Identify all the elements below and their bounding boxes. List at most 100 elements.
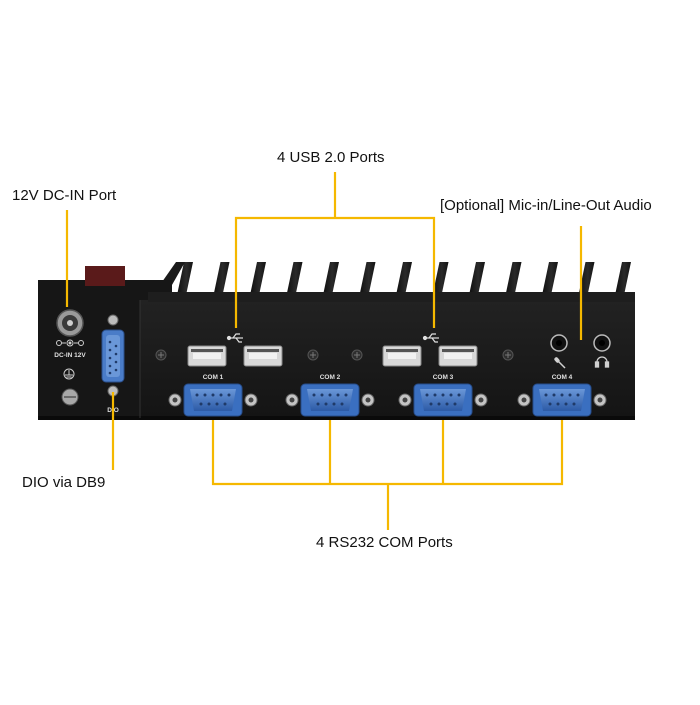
heatsink-fin (358, 262, 376, 300)
mic-jack (550, 334, 568, 352)
com-pin (336, 393, 340, 397)
heatsink-fin (431, 262, 449, 300)
com-ports-callout: 4 RS232 COM Ports (316, 534, 453, 551)
com-pin (344, 393, 348, 397)
com-pin (449, 393, 453, 397)
chassis-bottom-edge (38, 416, 635, 420)
ground-screw (61, 388, 79, 406)
panel-screw (502, 349, 514, 361)
dio-port (101, 314, 125, 397)
usb-port (438, 345, 478, 367)
ground-icon (63, 368, 75, 380)
com-pin (564, 402, 568, 406)
com-pin (316, 402, 320, 406)
chassis-top-bar (148, 292, 635, 302)
top-sticker (85, 266, 125, 286)
com-ports: COM 1 COM 2 COM 3 COM 4 (168, 374, 607, 417)
com-pin (441, 393, 445, 397)
com-port-face (420, 389, 466, 411)
com-port-face (307, 389, 353, 411)
heatsink-fin (249, 262, 266, 300)
com-pin (199, 402, 203, 406)
standoff-hole (172, 397, 178, 403)
microphone-icon (554, 357, 566, 369)
com-port: COM 1 (168, 374, 258, 417)
com-port-label: COM 1 (203, 374, 224, 381)
leader-lines (65, 172, 583, 530)
com-pin (328, 393, 332, 397)
standoff-hole (365, 397, 371, 403)
com-pin (425, 393, 429, 397)
com-pin (207, 402, 211, 406)
com-pin (215, 402, 219, 406)
usb-port (187, 345, 227, 367)
panel-screw (155, 349, 167, 361)
com-pin (576, 393, 580, 397)
com-pin (223, 402, 227, 406)
com-leader (211, 420, 564, 486)
com-port: COM 2 (285, 374, 375, 417)
heatsink-fin (541, 262, 558, 300)
com-pin (552, 393, 556, 397)
com-pin (572, 402, 576, 406)
com-port-face (539, 389, 585, 411)
com-pin (445, 402, 449, 406)
com-pin (457, 393, 461, 397)
com-pin (548, 402, 552, 406)
com-pin (340, 402, 344, 406)
heatsink-fin (468, 262, 485, 300)
com-pin (453, 402, 457, 406)
com-pin (203, 393, 207, 397)
standoff-hole (521, 397, 527, 403)
headphone-icon (594, 356, 610, 368)
com-pin (332, 402, 336, 406)
com-port-label: COM 4 (552, 374, 573, 381)
com-port-label: COM 3 (433, 374, 454, 381)
heatsink-fin (176, 262, 193, 300)
com-pin (219, 393, 223, 397)
com-port: COM 4 (517, 374, 607, 417)
com-pin (560, 393, 564, 397)
com-port-face (190, 389, 236, 411)
usb-icon (422, 333, 439, 343)
heatsink-fin (504, 262, 522, 300)
com-port: COM 3 (398, 374, 488, 417)
heatsink-fin (395, 262, 412, 300)
standoff-hole (402, 397, 408, 403)
heatsink-fin (285, 262, 303, 300)
com-pin (556, 402, 560, 406)
com-pin (211, 393, 215, 397)
dc-in-callout: 12V DC-IN Port (12, 187, 117, 204)
standoff-hole (248, 397, 254, 403)
standoff-hole (597, 397, 603, 403)
dio-callout: DIO via DB9 (22, 474, 106, 491)
usb-ports-callout: 4 USB 2.0 Ports (277, 149, 385, 166)
com-pin (433, 393, 437, 397)
usb-port (382, 345, 422, 367)
usb-icon (226, 333, 243, 343)
com-pin (324, 402, 328, 406)
panel-screw (307, 349, 319, 361)
audio-callout: [Optional] Mic-in/Line-Out Audio (440, 197, 652, 214)
com-pin (568, 393, 572, 397)
heatsink-fin (322, 262, 339, 300)
com-pin (227, 393, 231, 397)
heatsink-fin (614, 262, 631, 300)
com-pin (544, 393, 548, 397)
com-pin (437, 402, 441, 406)
dc-polarity-icon (56, 339, 84, 347)
dc-in-label: DC-IN 12V (54, 352, 86, 359)
com-pin (320, 393, 324, 397)
com-pin (195, 393, 199, 397)
dc-in-jack (56, 309, 84, 337)
com-pin (429, 402, 433, 406)
standoff-hole (478, 397, 484, 403)
com-port-label: COM 2 (320, 374, 341, 381)
com-pin (312, 393, 316, 397)
heatsink-fin (212, 262, 230, 300)
panel-screw (351, 349, 363, 361)
headphone-jack (593, 334, 611, 352)
standoff-hole (289, 397, 295, 403)
